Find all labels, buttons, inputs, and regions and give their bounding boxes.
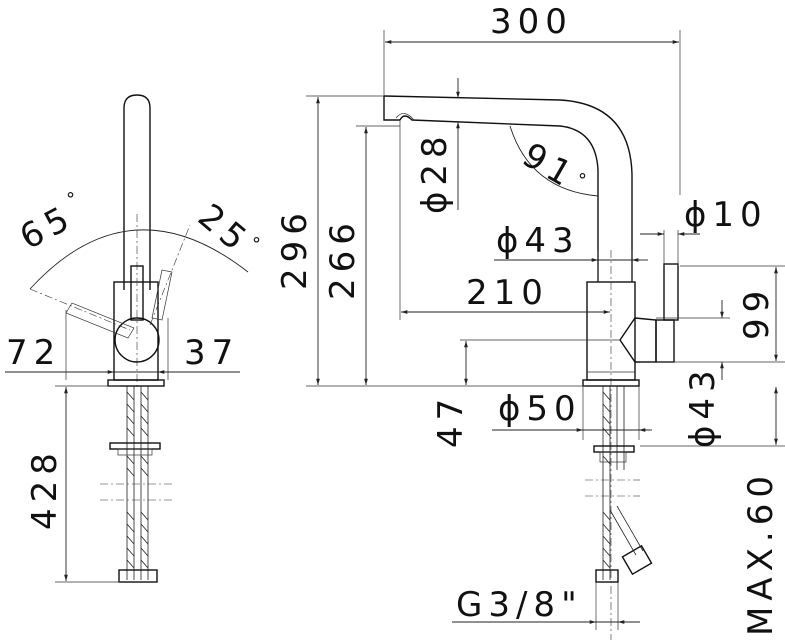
side-spout <box>383 95 633 282</box>
front-hose-length-label: 428 <box>25 447 65 530</box>
side-lever <box>655 319 675 363</box>
side-spout-angle-label: 91 <box>516 135 584 197</box>
front-view: 65 ° 25 ° 72 37 428 <box>5 94 261 583</box>
side-height-spout-label: 266 <box>323 217 363 300</box>
front-angle-left-degree: ° <box>66 189 75 210</box>
front-width-right-label: 37 <box>184 333 239 373</box>
side-body-upper-diameter-label: ϕ43 <box>496 221 580 261</box>
front-spout <box>123 94 151 290</box>
front-body <box>113 281 159 381</box>
side-base-height-label: 47 <box>431 393 471 448</box>
front-width-left-label: 72 <box>6 333 61 373</box>
side-view: 300 296 266 ϕ28 91 ° ϕ10 ϕ43 210 99 ϕ43 … <box>275 2 785 640</box>
side-height-total-label: 296 <box>275 207 315 290</box>
front-angle-arc <box>29 229 249 290</box>
side-lever-diameter-2-label: ϕ43 <box>683 364 723 448</box>
side-lever-diameter-label: ϕ10 <box>684 195 768 235</box>
front-hoses <box>109 386 161 583</box>
side-hoses <box>593 386 653 583</box>
side-reach-label: 300 <box>490 2 573 42</box>
side-thread-label: G3/8" <box>456 585 583 625</box>
side-max-thickness-label: MAX.60 <box>741 470 781 636</box>
side-spout-diameter-label: ϕ28 <box>415 130 455 214</box>
front-angle-right-degree: ° <box>252 234 261 255</box>
front-angle-right-label: 25 <box>190 196 258 262</box>
side-spout-reach-label: 210 <box>466 273 549 313</box>
front-lever <box>130 265 144 321</box>
side-spout-angle-degree: ° <box>578 170 587 191</box>
front-lever-ring <box>114 317 160 363</box>
side-base-diameter-label: ϕ50 <box>498 389 582 429</box>
side-lever-height-label: 99 <box>737 285 777 340</box>
